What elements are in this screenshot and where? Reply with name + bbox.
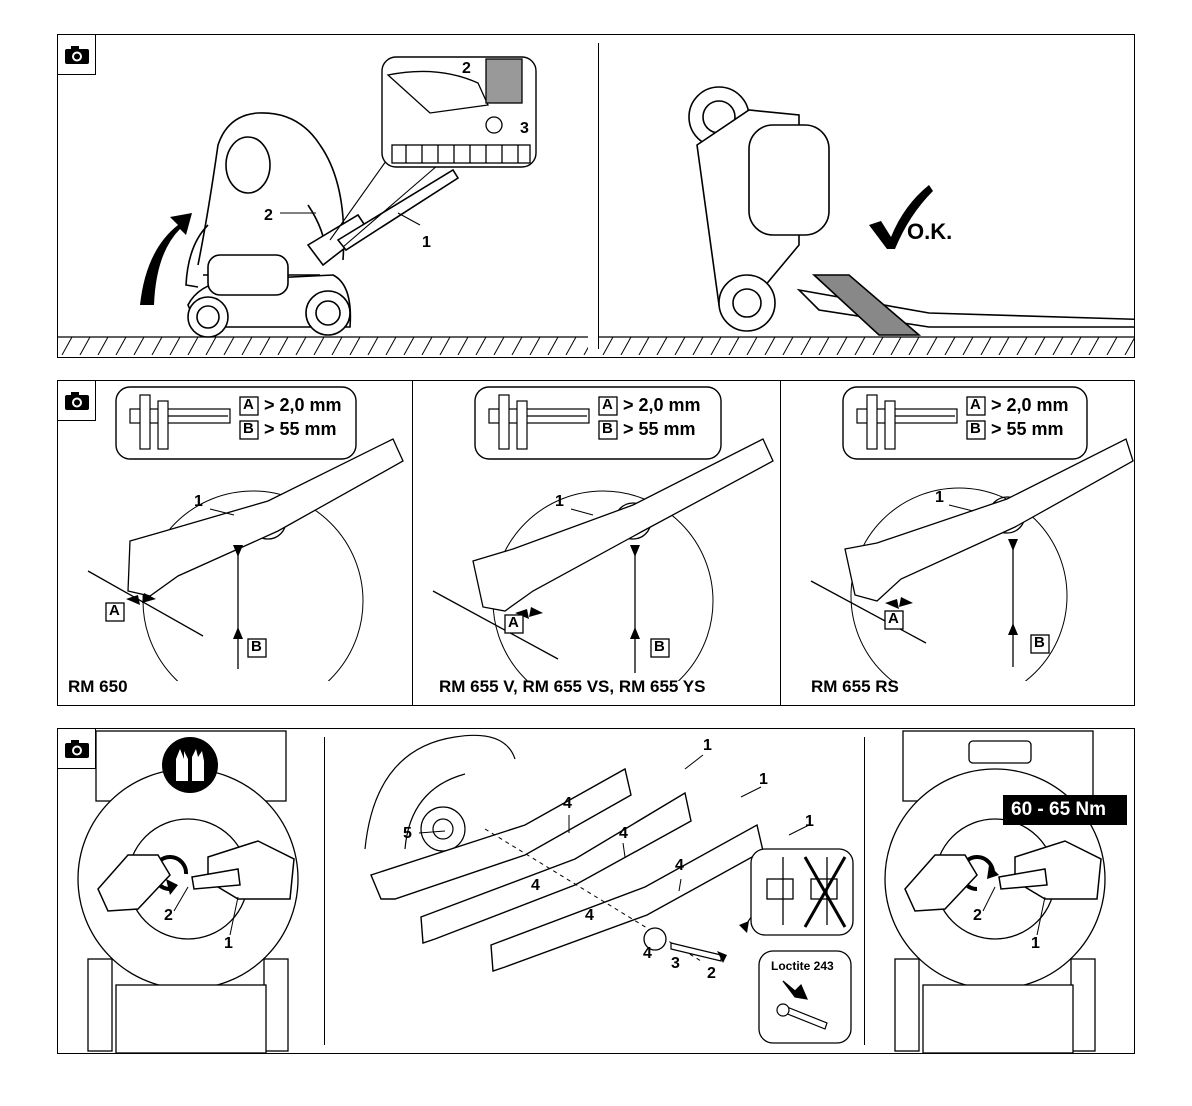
loctite-label: Loctite 243 — [771, 959, 834, 973]
spec-b-box-label: B — [970, 420, 981, 437]
dim-a-label: A — [508, 614, 519, 631]
washer-callout-4d: 4 — [531, 877, 540, 895]
top-panel: 2 1 2 3 — [57, 34, 1135, 358]
dim-a-label: A — [888, 610, 899, 627]
model-label-rm655v: RM 655 V, RM 655 VS, RM 655 YS — [439, 677, 705, 697]
spec-b-text: > 55 mm — [623, 419, 696, 440]
washer-callout-4f: 4 — [643, 945, 652, 963]
tilt-mower-illustration: 2 1 2 3 — [58, 35, 588, 355]
spec-b-text: > 55 mm — [264, 419, 337, 440]
washer-callout-4a: 4 — [563, 795, 572, 813]
blade-install-step: 60 - 65 Nm 2 1 — [865, 729, 1134, 1053]
bottom-panel: 2 1 — [57, 728, 1135, 1054]
ok-label: O.K. — [907, 219, 952, 244]
torque-label: 60 - 65 Nm — [1011, 799, 1106, 821]
bolt-callout-2: 2 — [707, 965, 716, 983]
callout-1: 1 — [1031, 935, 1040, 953]
gloves-icon — [162, 737, 218, 793]
blade-exploded-view: 1 1 1 4 4 4 4 4 4 5 3 2 Loctite 243 — [325, 729, 863, 1053]
spec-b-text: > 55 mm — [991, 419, 1064, 440]
blade-check-rm655v: A > 2,0 mm B > 55 mm 1 A B RM 655 V, RM … — [413, 381, 780, 705]
blade-callout-1c: 1 — [805, 813, 814, 831]
spec-b-box-label: B — [243, 420, 254, 437]
blade-check-rm650: A > 2,0 mm B > 55 mm 1 A B RM 650 — [58, 381, 412, 705]
blade-callout-1: 1 — [935, 489, 944, 507]
inset-callout-2: 2 — [462, 60, 471, 77]
dim-a-label: A — [109, 602, 120, 619]
callout-1: 1 — [422, 234, 431, 251]
blade-callout-1a: 1 — [703, 737, 712, 755]
blade-callout-1: 1 — [194, 493, 203, 511]
spec-a-text: > 2,0 mm — [623, 395, 701, 416]
washer-callout-4e: 4 — [585, 907, 594, 925]
bellville-callout-3: 3 — [671, 955, 680, 973]
spec-a-box-label: A — [970, 396, 981, 413]
spec-a-text: > 2,0 mm — [264, 395, 342, 416]
callout-2: 2 — [164, 907, 173, 925]
blade-check-rm655rs: A > 2,0 mm B > 55 mm 1 A B RM 655 RS — [781, 381, 1134, 705]
tilted-mower-ok-illustration: O.K. — [599, 35, 1134, 355]
dim-b-label: B — [251, 638, 262, 655]
blade-removal-step: 2 1 — [58, 729, 324, 1053]
callout-2: 2 — [264, 207, 273, 224]
blade-callout-1b: 1 — [759, 771, 768, 789]
inset-callout-3: 3 — [520, 120, 529, 137]
middle-panel: A > 2,0 mm B > 55 mm 1 A B RM 650 — [57, 380, 1135, 706]
adapter-callout-5: 5 — [403, 825, 412, 843]
arrow-icon — [140, 213, 192, 305]
washer-callout-4c: 4 — [675, 857, 684, 875]
dim-b-label: B — [654, 638, 665, 655]
callout-2: 2 — [973, 907, 982, 925]
spec-b-box-label: B — [602, 420, 613, 437]
washer-callout-4b: 4 — [619, 825, 628, 843]
model-label-rm650: RM 650 — [68, 677, 128, 697]
blade-callout-1: 1 — [555, 493, 564, 511]
spec-a-text: > 2,0 mm — [991, 395, 1069, 416]
spec-a-box-label: A — [243, 396, 254, 413]
spec-a-box-label: A — [602, 396, 613, 413]
callout-1: 1 — [224, 935, 233, 953]
dim-b-label: B — [1034, 634, 1045, 651]
model-label-rm655rs: RM 655 RS — [811, 677, 899, 697]
